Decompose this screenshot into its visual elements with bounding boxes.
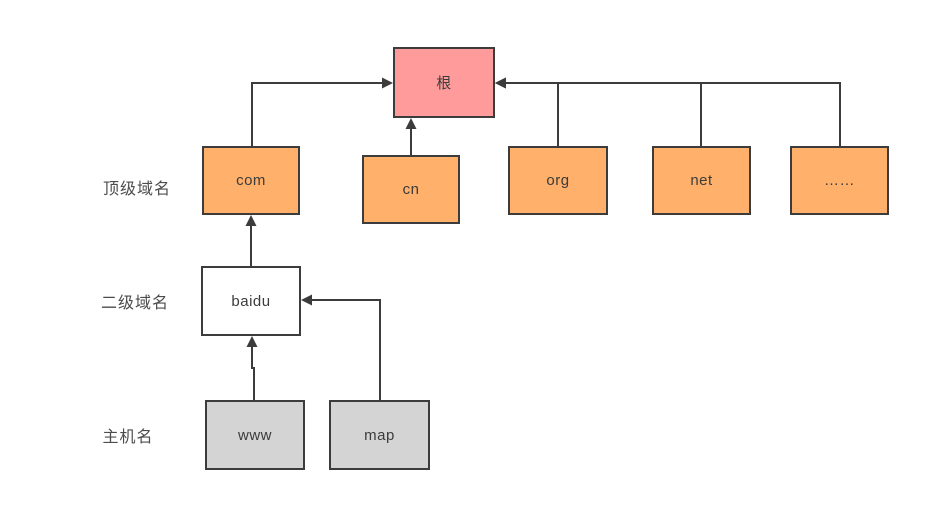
connector-www-to-baidu [251,347,255,400]
node-org: org [508,146,608,215]
connector-etc-to-root [506,82,841,146]
arrowhead-baidu-to-com [245,215,257,226]
node-label-cn: cn [402,181,420,198]
node-label-com: com [236,172,266,189]
node-label-map: map [364,426,395,444]
node-label-net: net [690,172,713,189]
connector-com-to-root [251,82,382,146]
node-label-root: 根 [436,75,452,92]
arrowhead-etc-to-root [495,77,506,89]
node-label-etc: …… [824,172,855,189]
node-com: com [202,146,300,215]
node-label-www: www [238,426,272,444]
node-label-baidu: baidu [231,292,271,310]
sld-row-label: 二级域名 [100,295,170,312]
node-www: www [205,400,305,470]
node-label-org: org [546,172,570,189]
connector-net-to-root [506,82,702,146]
node-map: map [329,400,430,470]
arrowhead-www-to-baidu [246,336,258,347]
arrowhead-map-to-baidu [301,294,312,306]
node-etc: …… [790,146,889,215]
arrowhead-cn-to-root [405,118,417,129]
connector-org-to-root [506,82,559,146]
node-net: net [652,146,751,215]
host-row-label: 主机名 [102,429,154,446]
tld-row-label: 顶级域名 [102,181,172,198]
node-cn: cn [362,155,460,224]
arrowhead-com-to-root [382,77,393,89]
node-baidu: baidu [201,266,301,336]
node-root: 根 [393,47,495,118]
connector-map-to-baidu [312,299,381,400]
